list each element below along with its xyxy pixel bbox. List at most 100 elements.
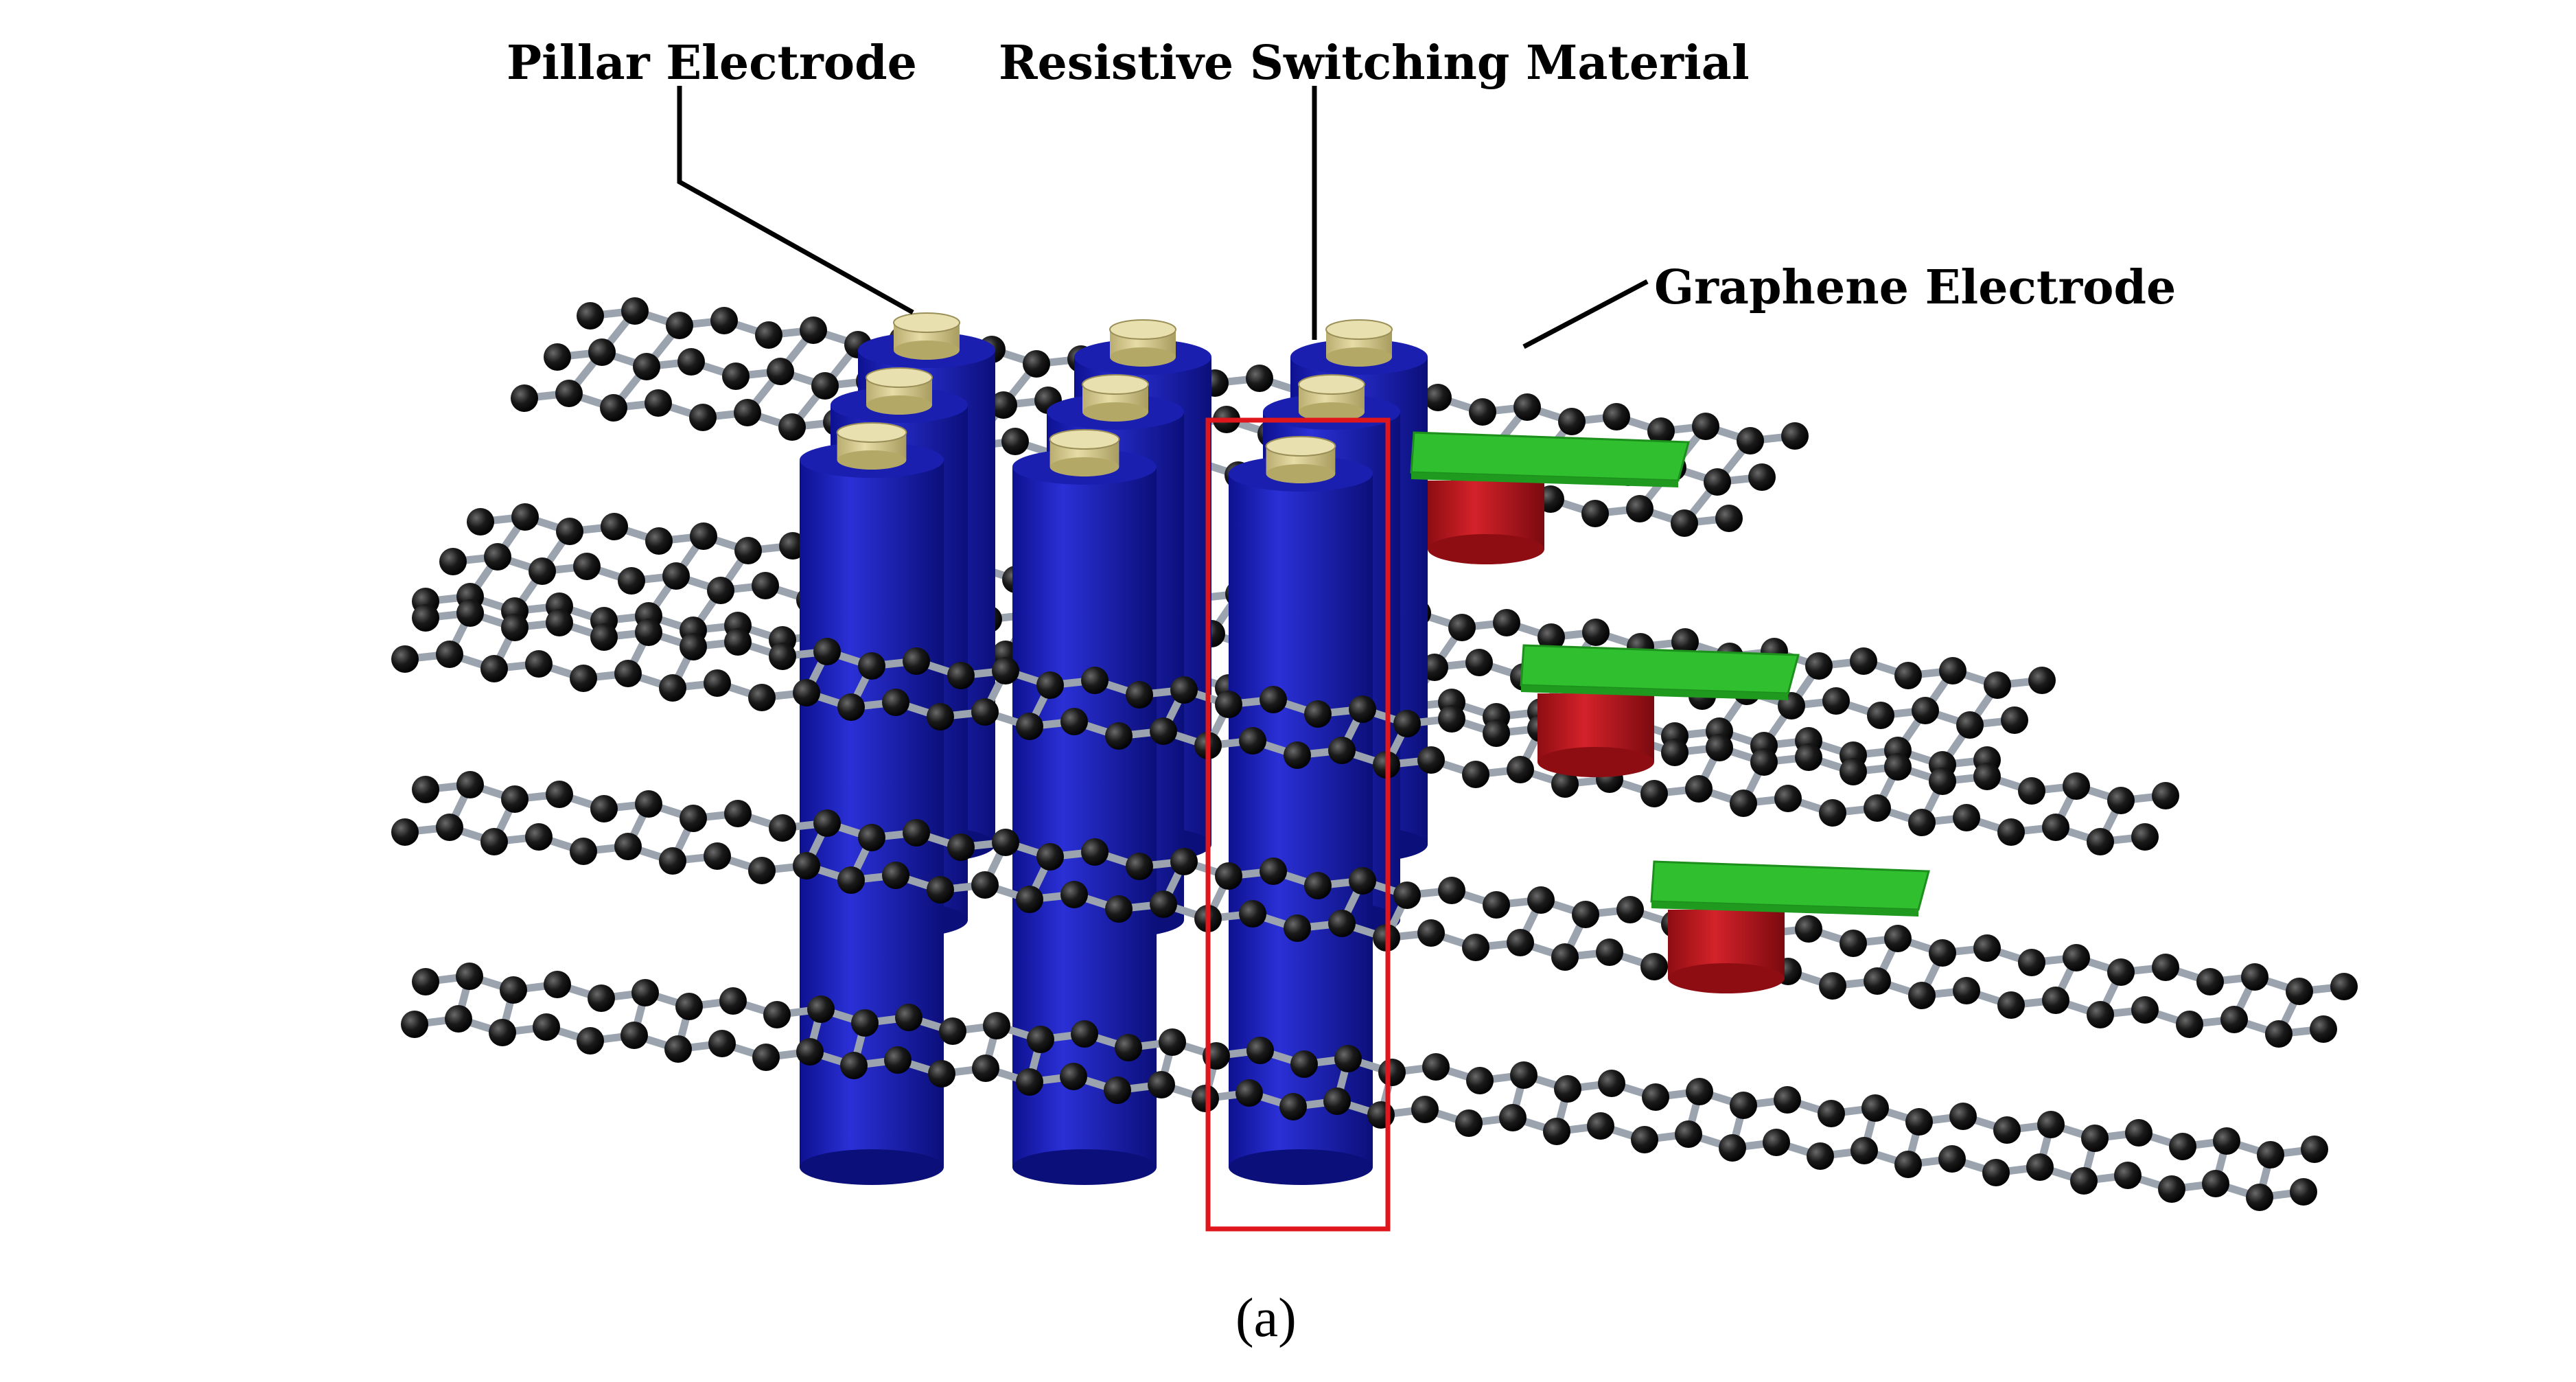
graphene-atom-icon (1284, 914, 1311, 942)
graphene-atom-icon (1023, 350, 1050, 378)
contact-pad-edge (1651, 901, 1918, 917)
graphene-atom-icon (2220, 1006, 2248, 1033)
graphene-atom-icon (2125, 1119, 2153, 1147)
graphene-atom-icon (1328, 910, 1356, 937)
graphene-atom-icon (1016, 1068, 1043, 1096)
graphene-atom-icon (2063, 772, 2090, 800)
graphene-atom-icon (1554, 1075, 1581, 1103)
graphene-atom-icon (1483, 719, 1510, 747)
graphene-atom-icon (1867, 702, 1894, 729)
graphene-atom-icon (445, 1005, 472, 1033)
graphene-atom-icon (704, 669, 731, 697)
graphene-atom-icon (1304, 700, 1332, 728)
graphene-atom-icon (734, 399, 761, 426)
graphene-atom-icon (1582, 619, 1610, 646)
graphene-atom-icon (1603, 403, 1630, 430)
graphene-atom-icon (2265, 1020, 2293, 1048)
graphene-atom-icon (1822, 687, 1850, 715)
graphene-atom-icon (588, 338, 616, 366)
contact-pad (1650, 860, 1930, 911)
graphene-atom-icon (793, 852, 820, 879)
graphene-atom-icon (1466, 1067, 1494, 1094)
graphene-atom-icon (1126, 681, 1153, 709)
pillar-cap-top (866, 367, 933, 388)
graphene-atom-icon (1378, 1059, 1406, 1086)
leader-lines (677, 86, 1649, 349)
graphene-atom-icon (1997, 991, 2025, 1019)
graphene-atom-icon (544, 343, 571, 371)
graphene-atom-icon (1304, 872, 1332, 899)
graphene-atom-icon (1730, 790, 1757, 817)
graphene-atom-icon (858, 652, 885, 680)
graphene-atom-icon (734, 537, 762, 564)
graphene-atom-icon (621, 297, 649, 325)
graphene-atom-icon (511, 384, 538, 412)
graphene-atom-icon (1685, 775, 1713, 803)
graphene-atom-icon (1393, 710, 1421, 737)
graphene-atom-icon (1631, 1126, 1658, 1153)
graphene-atom-icon (1719, 1134, 1746, 1162)
pillar-cap-top (893, 312, 960, 333)
graphene-atom-icon (1730, 1092, 1757, 1119)
graphene-atom-icon (1148, 1071, 1175, 1098)
graphene-atom-icon (456, 963, 483, 990)
graphene-atom-icon (2107, 958, 2135, 986)
graphene-atom-icon (1527, 886, 1555, 914)
graphene-atom-icon (858, 824, 885, 851)
graphene-atom-icon (635, 790, 662, 818)
graphene-atom-icon (903, 647, 930, 675)
graphene-atom-icon (1706, 734, 1733, 761)
graphene-atom-icon (412, 776, 439, 803)
graphene-atom-icon (2152, 782, 2179, 809)
graphene-electrode-label: Graphene Electrode (1654, 260, 2177, 315)
graphene-atom-icon (635, 619, 662, 646)
graphene-atom-icon (1671, 628, 1699, 656)
graphene-atom-icon (1953, 977, 1980, 1004)
graphene-atom-icon (1215, 691, 1242, 718)
graphene-atom-icon (983, 1012, 1010, 1039)
graphene-atom-icon (813, 809, 841, 837)
contact-stack-item (1520, 644, 1800, 777)
graphene-atom-icon (2290, 1178, 2317, 1206)
graphene-atom-icon (590, 623, 618, 651)
graphene-atom-icon (1737, 427, 1764, 454)
graphene-atom-icon (2131, 996, 2159, 1024)
graphene-atom-icon (947, 833, 975, 861)
graphene-atom-icon (2042, 987, 2069, 1014)
graphene-atom-icon (2042, 814, 2069, 841)
graphene-atom-icon (1647, 417, 1675, 445)
graphene-atom-icon (1411, 1096, 1439, 1123)
graphene-atom-icon (1150, 717, 1177, 745)
graphene-atoms (391, 771, 2358, 1048)
graphene-atom-icon (1239, 900, 1266, 928)
graphene-atom-icon (631, 979, 659, 1006)
graphene-atom-icon (1027, 1026, 1054, 1053)
graphene-atom-icon (1543, 1118, 1570, 1145)
pillar-cap-bottom (1082, 402, 1148, 422)
graphene-atom-icon (645, 527, 673, 555)
pillar-cap-top (1298, 374, 1365, 395)
graphene-atom-icon (990, 391, 1017, 419)
graphene-atom-icon (884, 1046, 912, 1074)
graphene-atom-icon (1081, 838, 1109, 866)
graphene-atom-icon (1973, 763, 2001, 790)
graphene-atom-icon (1438, 877, 1465, 904)
graphene-atom-icon (1640, 953, 1668, 980)
pillar-electrode-label: Pillar Electrode (507, 36, 917, 91)
resistive-switching-cylinder-base (1428, 534, 1544, 564)
graphene-atom-icon (573, 553, 601, 580)
graphene-atom-icon (456, 599, 484, 627)
graphene-atom-icon (851, 1009, 879, 1037)
graphene-atom-icon (755, 321, 782, 349)
graphene-atom-icon (1581, 500, 1609, 527)
pillar-cap-bottom (866, 395, 932, 415)
graphene-atom-icon (1060, 1063, 1087, 1090)
graphene-atom-icon (618, 567, 645, 595)
graphene-atom-icon (1349, 695, 1376, 723)
resistive-switching-cylinder-base (1538, 747, 1654, 777)
pillar-cap-top (1109, 319, 1176, 340)
graphene-atom-icon (1438, 705, 1465, 733)
pillar-cap-top (1265, 436, 1336, 457)
contact-pad (1410, 431, 1690, 482)
pillar-cap-top (1325, 319, 1393, 340)
